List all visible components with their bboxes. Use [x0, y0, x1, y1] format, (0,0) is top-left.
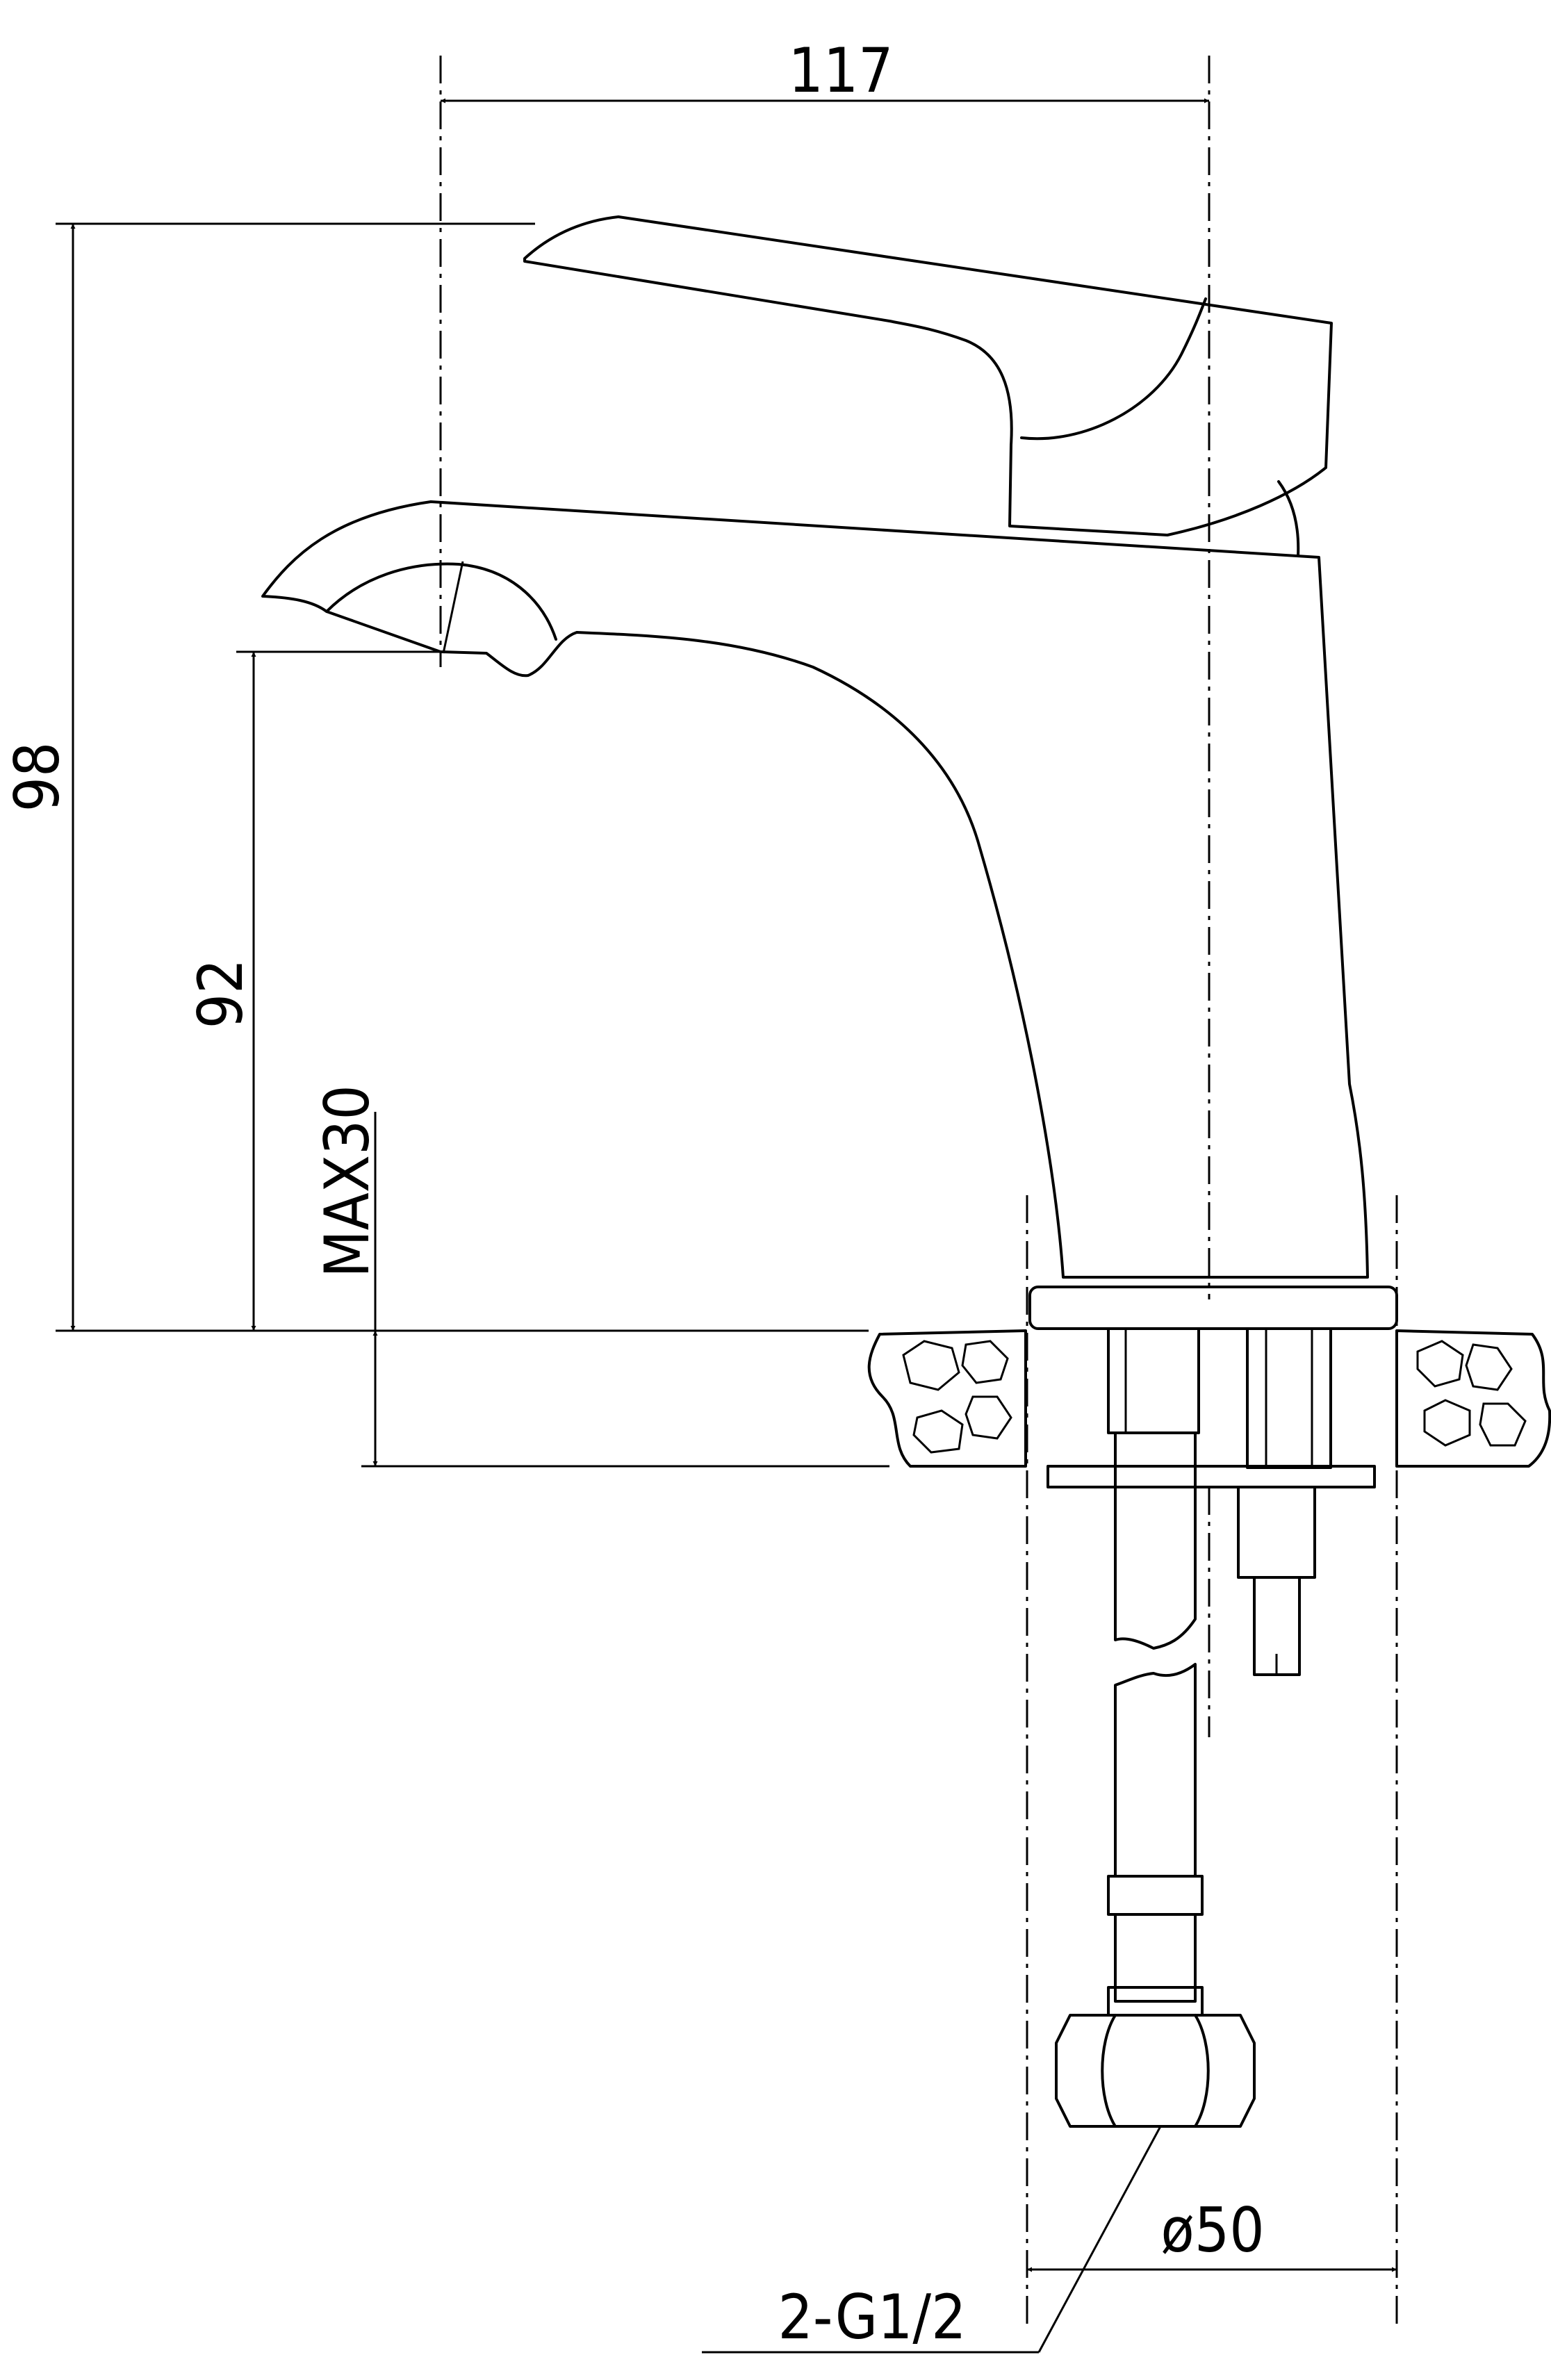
base-ring	[1028, 1286, 1398, 1330]
spout-height-label: 92	[185, 959, 256, 1029]
washer-plate	[1047, 1465, 1376, 1488]
countertop	[867, 1329, 1551, 1468]
spout	[261, 500, 1369, 1279]
hole-diameter-label: ø50	[1160, 2194, 1264, 2266]
overall-height-label: 98	[1, 742, 73, 812]
centerlines	[439, 56, 1398, 2328]
faucet-body	[261, 215, 1398, 1330]
width-dimension: 117	[441, 35, 1209, 106]
handle-lever	[523, 215, 1333, 536]
braided-hose	[1055, 1431, 1256, 2128]
spout-height-dimension: 92	[185, 650, 445, 1331]
connection-label: 2-G1/2	[778, 2281, 967, 2353]
width-label: 117	[788, 35, 893, 106]
max-thickness-label: MAX30	[311, 1085, 383, 1277]
mounting-hardware	[1047, 1327, 1376, 1676]
connection-leader: 2-G1/2	[702, 2126, 1162, 2354]
hole-diameter-dimension: ø50	[1027, 2194, 1397, 2272]
max-thickness-dimension: MAX30	[311, 1085, 889, 1468]
hex-nut	[1055, 2014, 1256, 2128]
overall-height-dimension: 98	[1, 222, 869, 1332]
threaded-stud	[1237, 1486, 1316, 1579]
